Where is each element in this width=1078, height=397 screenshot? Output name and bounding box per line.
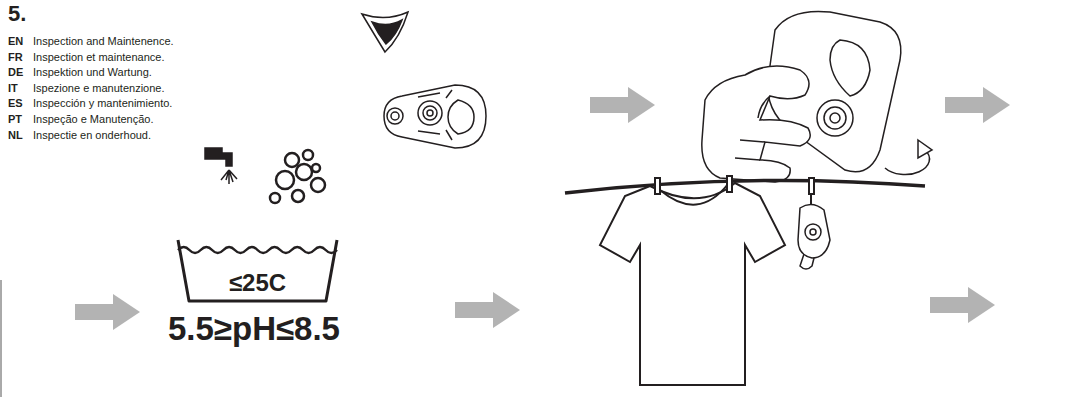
eye-icon bbox=[362, 12, 408, 52]
step-caption: Inspection and Maintenence. bbox=[33, 35, 174, 47]
clothesline-drawing bbox=[565, 176, 925, 385]
language-code: PT bbox=[8, 113, 22, 125]
language-code: DE bbox=[8, 66, 23, 78]
wash-basin: ≤25C bbox=[175, 238, 340, 304]
step-caption: Inspection et maintenance. bbox=[33, 51, 164, 63]
language-code: IT bbox=[8, 82, 18, 94]
language-code: NL bbox=[8, 129, 23, 141]
language-code: EN bbox=[8, 35, 23, 47]
pulley-drawing bbox=[384, 85, 486, 148]
bubbles bbox=[270, 150, 325, 203]
hand-pulley-drawing bbox=[702, 11, 932, 182]
step-caption: Inspektion und Wartung. bbox=[33, 66, 152, 78]
tap-icon bbox=[205, 148, 237, 184]
step-caption: Ispezione e manutenzione. bbox=[33, 82, 164, 94]
step-caption: Inspeção e Manutenção. bbox=[33, 113, 153, 125]
step-number: 5. bbox=[8, 2, 26, 26]
temperature-limit: ≤25C bbox=[229, 270, 286, 296]
language-code: ES bbox=[8, 97, 23, 109]
step-caption: Inspección y mantenimiento. bbox=[33, 97, 172, 109]
step-caption: Inspectie en onderhoud. bbox=[33, 129, 151, 141]
language-code: FR bbox=[8, 51, 23, 63]
ph-range: 5.5≥pH≤8.5 bbox=[168, 311, 340, 347]
